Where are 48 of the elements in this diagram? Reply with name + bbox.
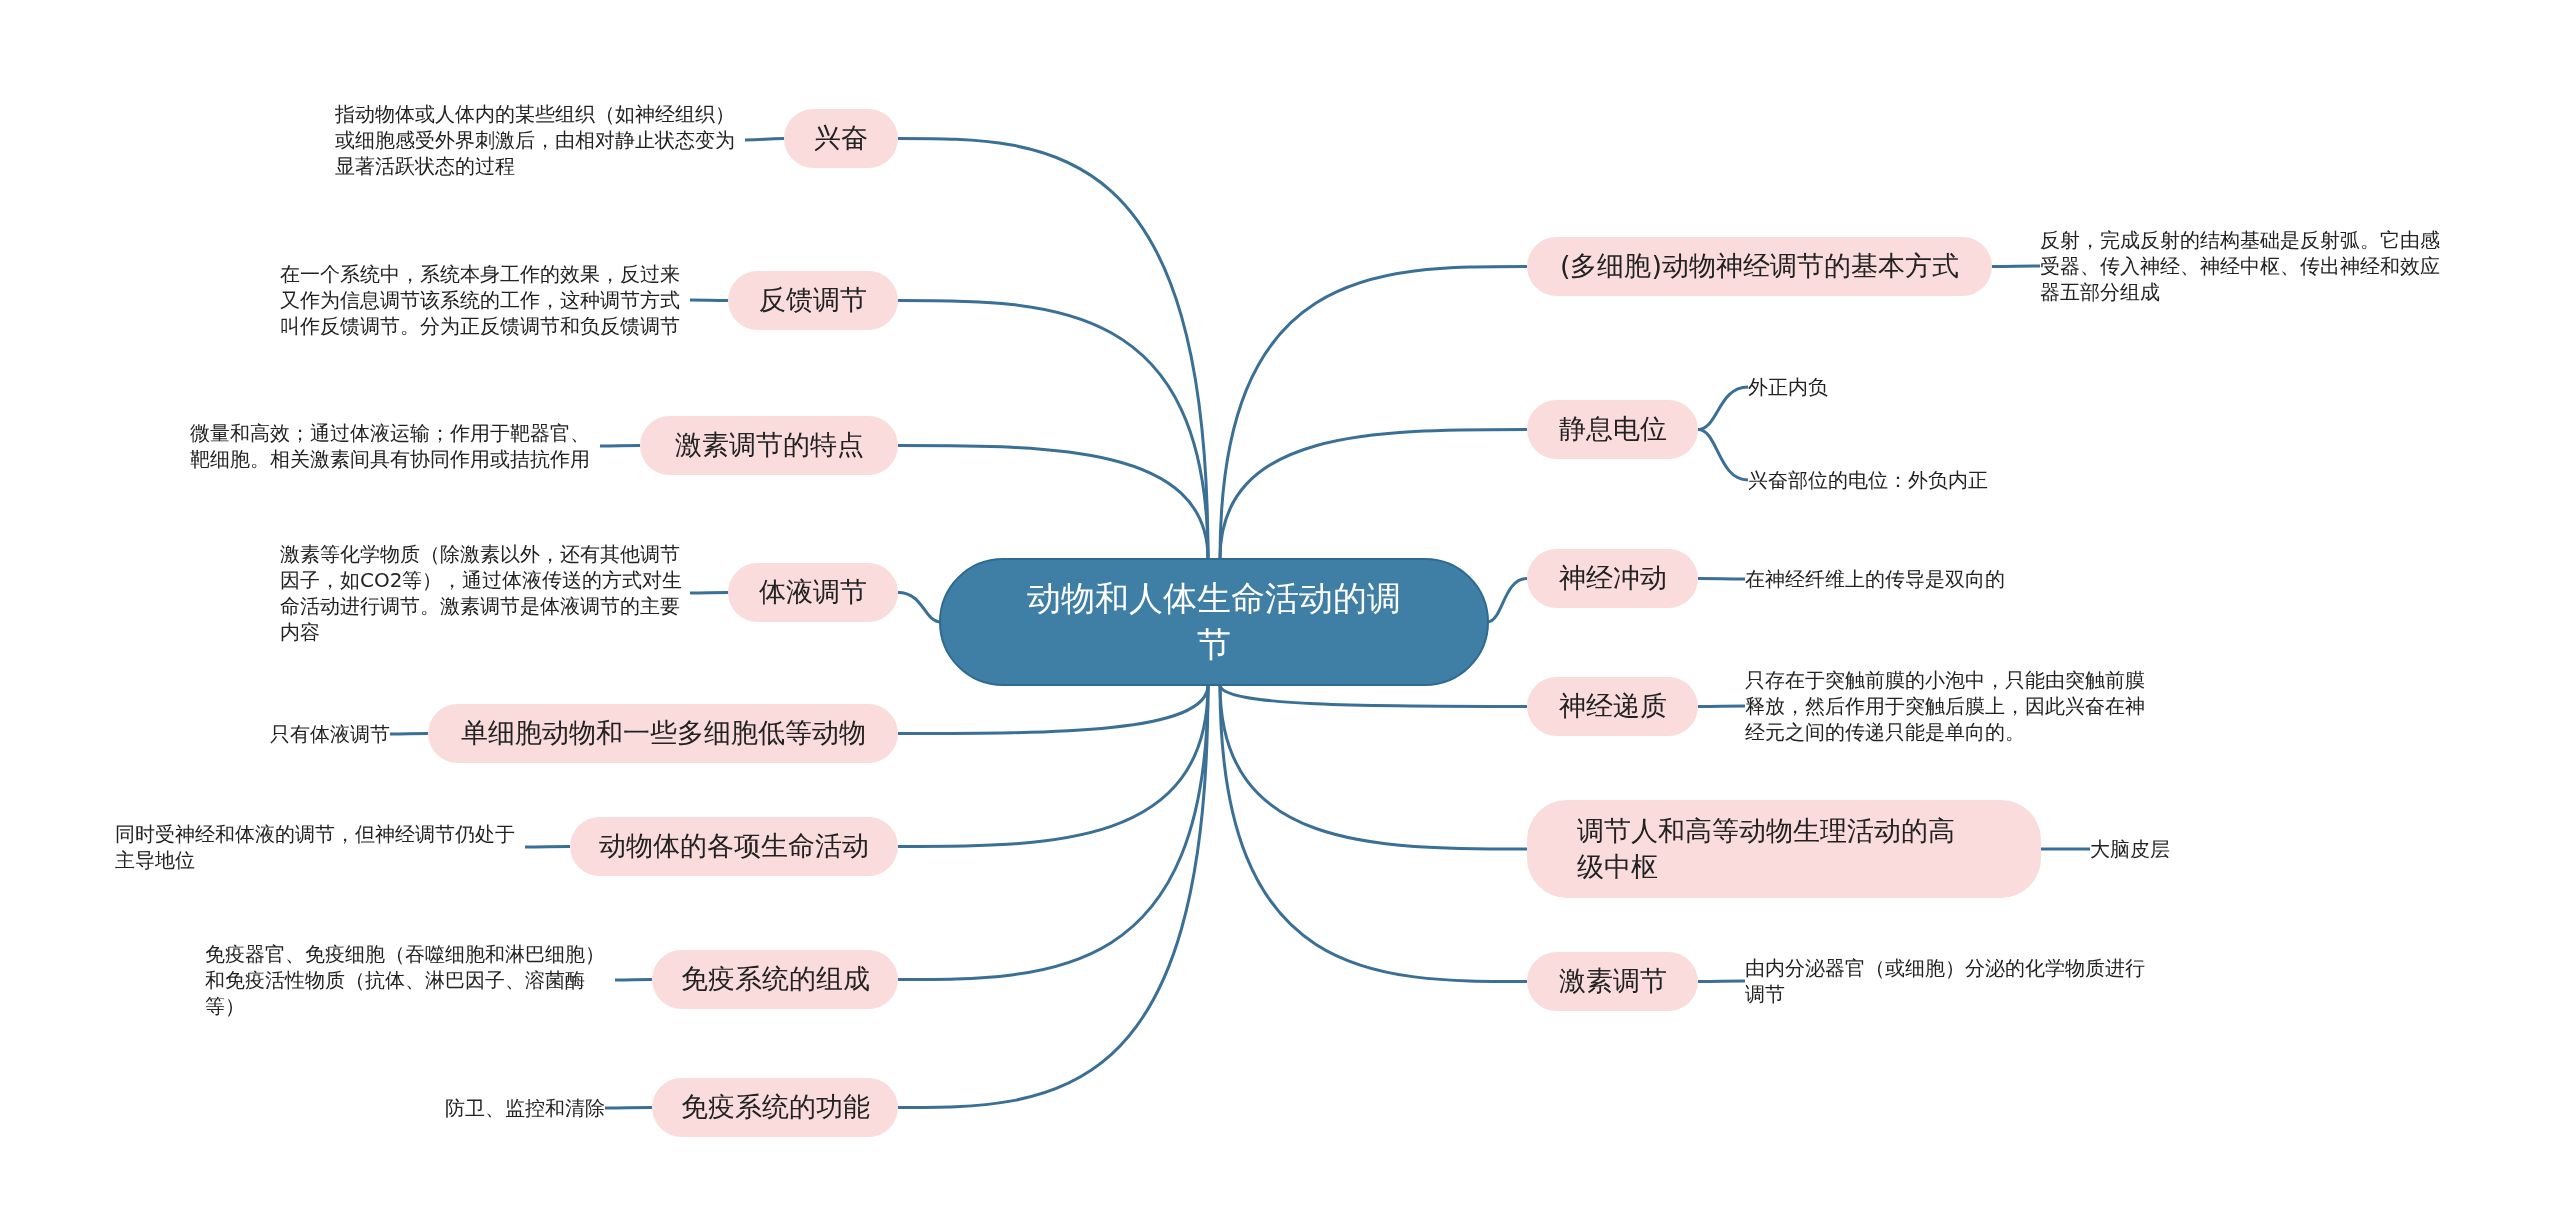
connector-line bbox=[600, 444, 640, 448]
note-text: 只存在于突触前膜的小泡中，只能由突触前膜释放，然后作用于突触后膜上，因此兴奋在神经元之间的传递只能是单向的。 bbox=[1745, 667, 2155, 745]
note-text: 防卫、监控和清除 bbox=[445, 1095, 605, 1121]
topic-pill: 激素调节的特点 bbox=[640, 416, 898, 475]
note-text: 激素等化学物质（除激素以外，还有其他调节因子，如CO2等），通过体液传送的方式对生命活动进行调节。激素调节是体液调节的主要内容 bbox=[280, 541, 690, 645]
note-text: 在一个系统中，系统本身工作的效果，反过来又作为信息调节该系统的工作，这种调节方式叫作反馈调节。分为正反馈调节和负反馈调节 bbox=[280, 261, 690, 339]
topic-pill: 激素调节 bbox=[1527, 952, 1698, 1011]
connector-line bbox=[1992, 264, 2040, 268]
note-text: 在神经纤维上的传导是双向的 bbox=[1745, 566, 2005, 592]
topic-pill: 兴奋 bbox=[784, 109, 898, 168]
topic-pill: 静息电位 bbox=[1527, 400, 1698, 459]
note-text: 反射，完成反射的结构基础是反射弧。它由感受器、传入神经、神经中枢、传出神经和效应器五部分组成 bbox=[2040, 227, 2450, 305]
note-text: 指动物体或人体内的某些组织（如神经组织）或细胞感受外界刺激后，由相对静止状态变为显著活跃状态的过程 bbox=[335, 101, 745, 179]
connector-line bbox=[390, 732, 428, 736]
connector-line bbox=[525, 845, 570, 849]
note-text: 大脑皮层 bbox=[2090, 836, 2170, 862]
topic-pill: 单细胞动物和一些多细胞低等动物 bbox=[428, 704, 898, 763]
topic-pill: 反馈调节 bbox=[728, 271, 898, 330]
connector-line bbox=[1698, 577, 1745, 581]
connector-line bbox=[690, 591, 728, 595]
topic-pill: 神经冲动 bbox=[1527, 549, 1698, 608]
connector-line bbox=[1698, 979, 1745, 983]
topic-pill: 免疫系统的功能 bbox=[652, 1078, 898, 1137]
connector-line bbox=[745, 137, 784, 142]
note-text: 由内分泌器官（或细胞）分泌的化学物质进行调节 bbox=[1745, 955, 2155, 1007]
connector-line bbox=[2041, 847, 2090, 851]
topic-pill: 免疫系统的组成 bbox=[652, 950, 898, 1009]
topic-pill: 调节人和高等动物生理活动的高级中枢 bbox=[1527, 800, 2041, 898]
note-text: 外正内负 bbox=[1748, 374, 1828, 400]
note-text: 免疫器官、免疫细胞（吞噬细胞和淋巴细胞）和免疫活性物质（抗体、淋巴因子、溶菌酶等） bbox=[205, 941, 615, 1019]
connector-line bbox=[898, 444, 1210, 560]
central-topic-pill: 动物和人体生命活动的调节 bbox=[939, 558, 1489, 686]
topic-pill: 体液调节 bbox=[728, 563, 898, 622]
note-text: 只有体液调节 bbox=[270, 721, 390, 747]
connector-line bbox=[615, 978, 652, 982]
topic-pill: 动物体的各项生命活动 bbox=[570, 817, 898, 876]
connector-line bbox=[1698, 704, 1745, 708]
note-text: 兴奋部位的电位：外负内正 bbox=[1748, 467, 1988, 493]
connector-line bbox=[1218, 684, 1527, 983]
note-text: 微量和高效；通过体液运输；作用于靶器官、靶细胞。相关激素间具有协同作用或拮抗作用 bbox=[190, 420, 600, 472]
connector-line bbox=[690, 298, 728, 302]
connector-line bbox=[1697, 428, 1749, 482]
connector-line bbox=[605, 1106, 652, 1110]
connector-line bbox=[1218, 428, 1527, 560]
note-text: 同时受神经和体液的调节，但神经调节仍处于主导地位 bbox=[115, 821, 525, 873]
topic-pill: 神经递质 bbox=[1527, 677, 1698, 736]
connector-line bbox=[898, 684, 1210, 1109]
topic-pill: (多细胞)动物神经调节的基本方式 bbox=[1527, 237, 1992, 296]
